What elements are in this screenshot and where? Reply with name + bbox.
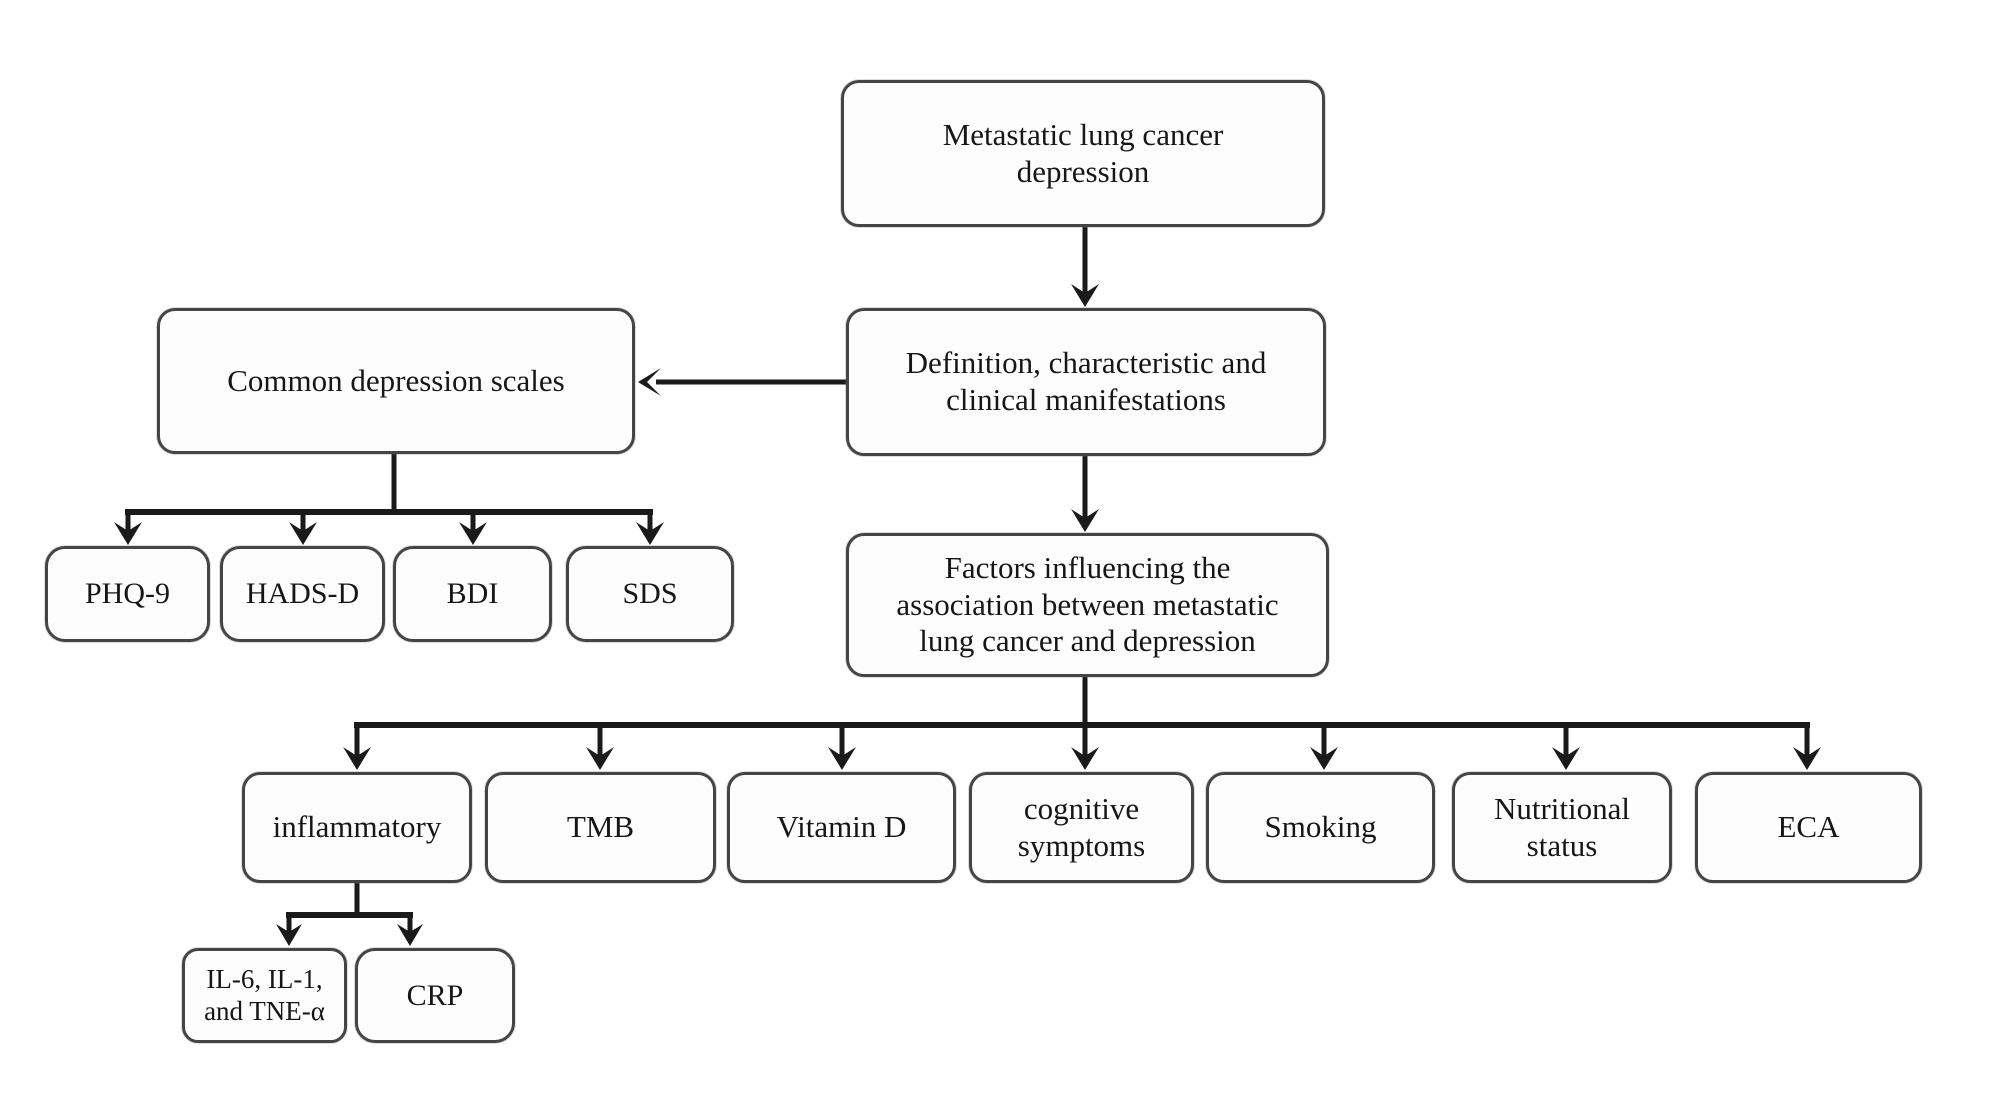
node-smoking: Smoking [1206,772,1435,883]
node-il6-il1-tne-alpha: IL-6, IL-1, and TNE-α [182,948,347,1043]
node-hads-d: HADS-D [220,546,385,642]
node-common-depression-scales: Common depression scales [157,308,635,454]
node-definition-characteristic-clinical-manifestations: Definition, characteristic and clinical … [846,308,1326,456]
node-cognitive-symptoms: cognitive symptoms [969,772,1194,883]
node-sds: SDS [566,546,734,642]
node-nutritional-status: Nutritional status [1452,772,1672,883]
node-bdi: BDI [393,546,552,642]
node-crp: CRP [355,948,515,1043]
arrowheads [114,284,1821,946]
node-tmb: TMB [485,772,716,883]
node-metastatic-lung-cancer-depression: Metastatic lung cancer depression [841,80,1325,227]
node-factors-influencing-association: Factors influencing the association betw… [846,533,1329,677]
node-vitamin-d: Vitamin D [727,772,956,883]
node-inflammatory: inflammatory [242,772,472,883]
node-eca: ECA [1695,772,1922,883]
node-phq-9: PHQ-9 [45,546,210,642]
